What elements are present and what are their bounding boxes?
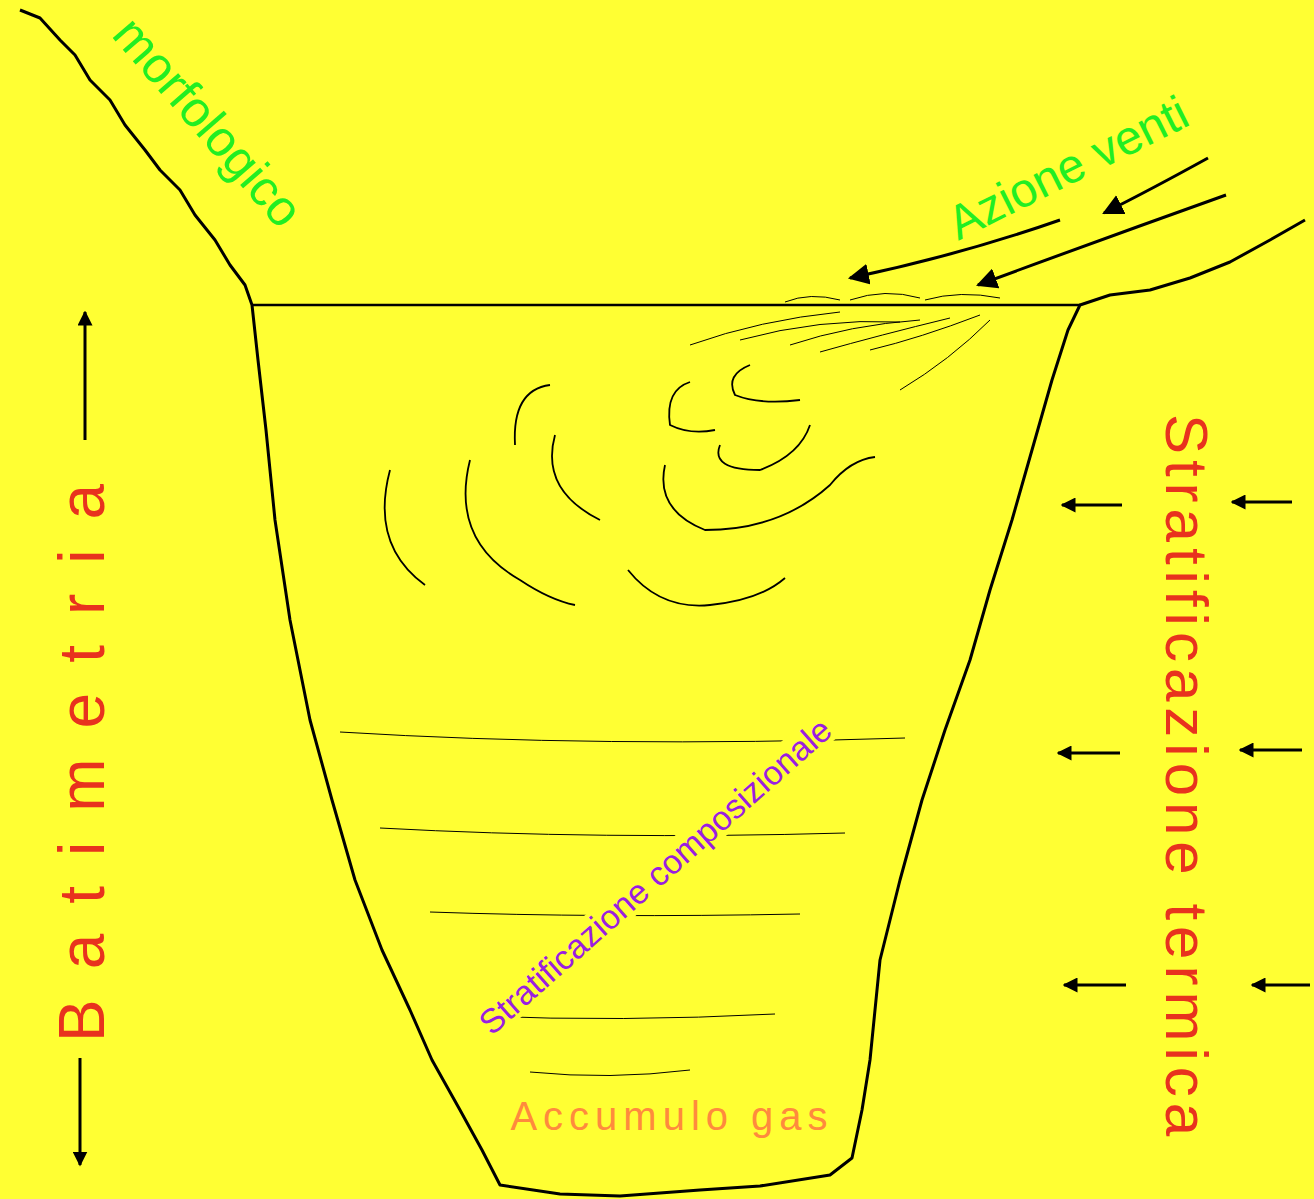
circulation-swirls	[385, 365, 875, 606]
surface-ripples	[690, 293, 1000, 390]
lake-basin-outline	[20, 10, 1305, 1196]
side-label: Stratificazione termica	[1156, 414, 1216, 1142]
axis-label: Batimetria	[50, 454, 114, 1042]
water-surface	[252, 304, 1080, 307]
zone-label: Accumulo gas	[510, 1096, 833, 1136]
